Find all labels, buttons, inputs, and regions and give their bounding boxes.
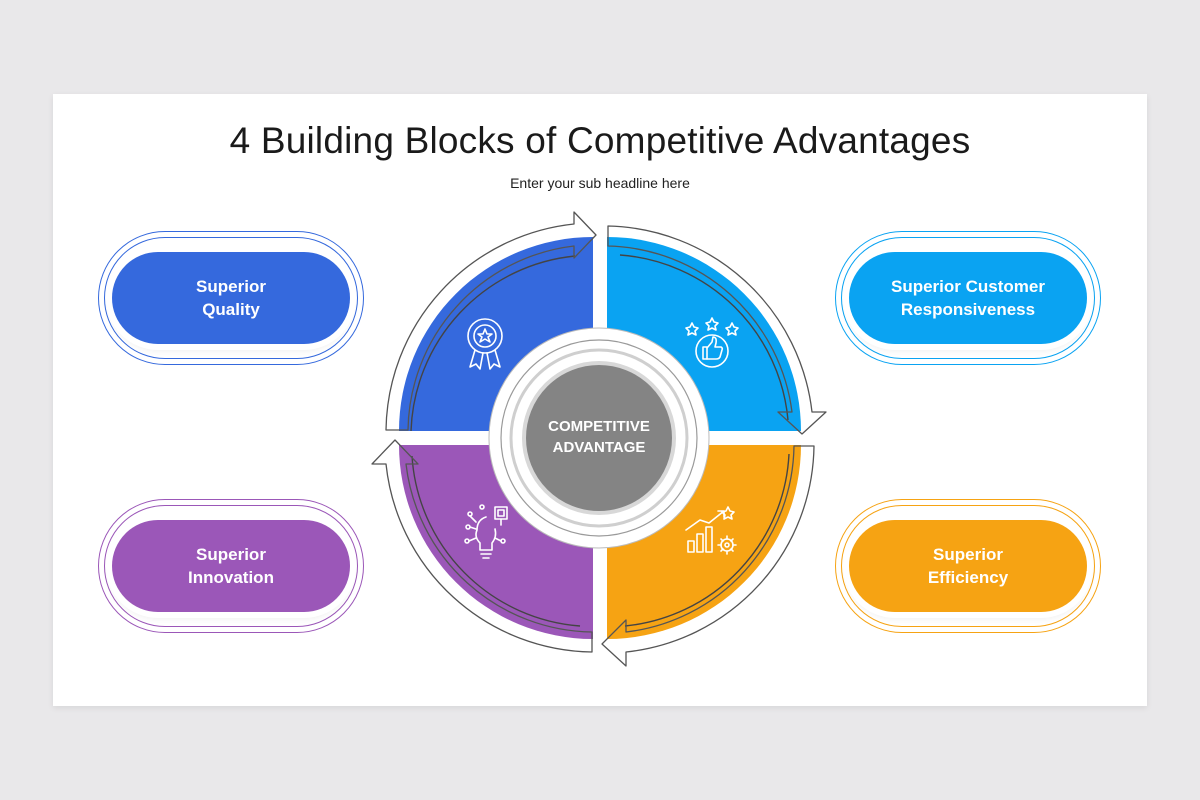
inner-arc-innovation: [411, 455, 581, 627]
page-title: 4 Building Blocks of Competitive Advanta…: [229, 120, 971, 161]
inner-arc-quality: [410, 255, 576, 432]
pill-efficiency: Superior Efficiency: [849, 520, 1087, 612]
pill-group-responsiveness: Superior Customer Responsiveness: [835, 231, 1101, 365]
thumbs-up-stars-icon: [685, 317, 739, 368]
pill-group-efficiency: Superior Efficiency: [835, 499, 1101, 633]
center-ring-2: [500, 339, 698, 537]
pill-inner-ring: [104, 505, 358, 627]
pill-quality: Superior Quality: [112, 252, 350, 344]
pill-outer-ring: [835, 231, 1101, 365]
inner-arc-efficiency: [624, 453, 790, 627]
growth-chart-gear-icon: [685, 506, 737, 555]
center-label: COMPETITIVE ADVANTAGE: [548, 418, 650, 456]
page-subtitle: Enter your sub headline here: [510, 175, 690, 191]
pill-outer-ring: [98, 499, 364, 633]
lightbulb-chip-icon: [464, 504, 508, 559]
arrow-innovation-to-quality: [371, 439, 593, 653]
center-circle: [522, 361, 676, 515]
award-ribbon-icon: [467, 318, 503, 370]
pill-inner-ring: [841, 505, 1095, 627]
pill-group-quality: Superior Quality: [98, 231, 364, 365]
pill-inner-ring: [104, 237, 358, 359]
pill-outer-ring: [835, 499, 1101, 633]
pill-group-innovation: Superior Innovation: [98, 499, 364, 633]
pill-outer-ring: [98, 231, 364, 365]
arrow-efficiency-to-innovation: [601, 445, 815, 667]
center-ring-3: [509, 348, 689, 528]
pill-innovation: Superior Innovation: [112, 520, 350, 612]
pill-inner-ring: [841, 237, 1095, 359]
arrow-quality-to-responsiveness: [385, 211, 597, 431]
arrow-responsiveness-to-efficiency: [607, 225, 827, 435]
pill-responsiveness: Superior Customer Responsiveness: [849, 252, 1087, 344]
inner-arc-responsiveness: [619, 254, 789, 421]
